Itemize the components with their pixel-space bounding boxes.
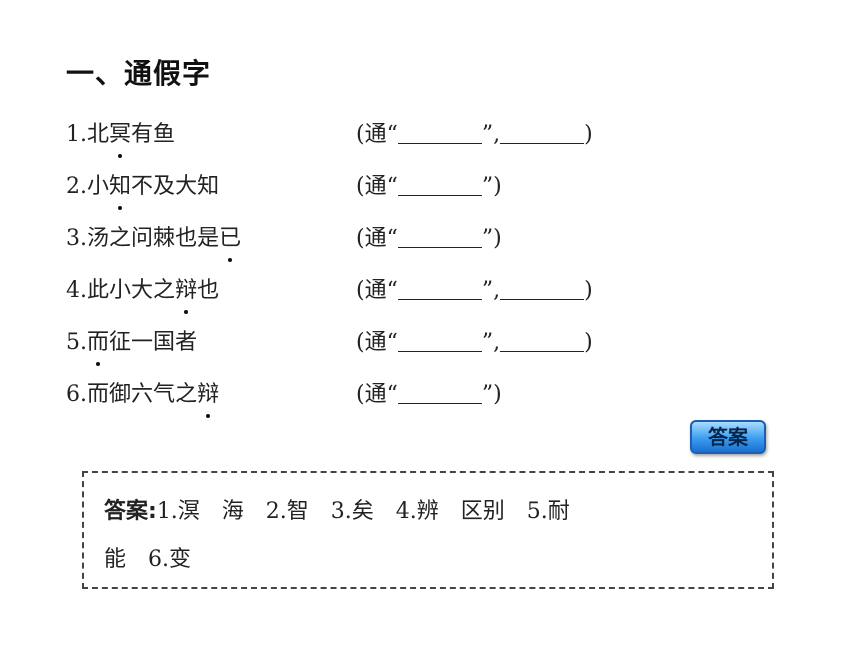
answer-close: ”) xyxy=(481,226,502,251)
question-char: 北 xyxy=(87,122,110,147)
question-char: 大 xyxy=(175,174,198,199)
question-char: 小 xyxy=(109,278,132,303)
question-char: 之 xyxy=(153,278,176,303)
answer-close: ) xyxy=(584,122,593,147)
question-char: 征 xyxy=(109,330,132,355)
question-char: 一 xyxy=(131,330,154,355)
fill-blank[interactable] xyxy=(500,119,585,144)
answer-open: (通“ xyxy=(356,174,398,199)
answer-text-1: 1.溟 海 2.智 3.矣 4.辨 区别 5.耐 xyxy=(156,499,570,524)
question-char: 而 xyxy=(87,382,110,407)
answer-open: (通“ xyxy=(356,330,398,355)
answer-template: (通“ ”) xyxy=(356,376,502,408)
section-heading: 一、通假字 xyxy=(66,57,212,90)
question-text: 6.而御六气之辩 xyxy=(66,376,219,418)
emphasized-char: 冥 xyxy=(109,116,131,158)
question-char: 及 xyxy=(153,174,176,199)
answer-close: ) xyxy=(584,330,593,355)
fill-blank[interactable] xyxy=(397,275,482,300)
question-char: 小 xyxy=(87,174,110,199)
answer-open: (通“ xyxy=(356,226,398,251)
question-text: 2.小知不及大知 xyxy=(66,168,220,210)
question-number: 2. xyxy=(66,174,87,199)
question-char: 是 xyxy=(197,226,220,251)
answer-close: ”) xyxy=(481,382,502,407)
question-char: 之 xyxy=(175,382,198,407)
question-number: 4. xyxy=(66,278,87,303)
question-char: 也 xyxy=(175,226,198,251)
emphasized-char: 知 xyxy=(109,168,131,210)
question-char: 大 xyxy=(131,278,154,303)
question-char: 知 xyxy=(197,174,220,199)
question-text: 1.北冥有鱼 xyxy=(66,116,176,158)
question-char: 六 xyxy=(131,382,154,407)
question-char: 此 xyxy=(87,278,110,303)
answer-separator: ”, xyxy=(481,330,501,355)
question-text: 3.汤之问棘也是已 xyxy=(66,220,241,262)
question-char: 鱼 xyxy=(153,122,176,147)
answer-template: (通“ ”,) xyxy=(356,324,593,356)
answer-close: ”) xyxy=(481,174,502,199)
answer-template: (通“ ”) xyxy=(356,220,502,252)
answer-box: 答案:1.溟 海 2.智 3.矣 4.辨 区别 5.耐 能 6.变 xyxy=(82,471,774,589)
answer-line-1: 答案:1.溟 海 2.智 3.矣 4.辨 区别 5.耐 xyxy=(104,493,570,525)
answer-template: (通“ ”,) xyxy=(356,116,593,148)
question-text: 4.此小大之辩也 xyxy=(66,272,220,314)
question-number: 5. xyxy=(66,330,87,355)
question-number: 6. xyxy=(66,382,87,407)
answer-separator: ”, xyxy=(481,122,501,147)
question-text: 5.而征一国者 xyxy=(66,324,198,366)
question-char: 有 xyxy=(131,122,154,147)
fill-blank[interactable] xyxy=(500,275,585,300)
answer-open: (通“ xyxy=(356,122,398,147)
fill-blank[interactable] xyxy=(397,171,482,196)
fill-blank[interactable] xyxy=(397,379,482,404)
question-char: 汤 xyxy=(87,226,110,251)
answer-separator: ”, xyxy=(481,278,501,303)
answer-template: (通“ ”,) xyxy=(356,272,593,304)
emphasized-char: 辩 xyxy=(175,272,197,314)
answer-template: (通“ ”) xyxy=(356,168,502,200)
question-char: 御 xyxy=(109,382,132,407)
fill-blank[interactable] xyxy=(500,327,585,352)
question-char: 棘 xyxy=(153,226,176,251)
question-number: 3. xyxy=(66,226,87,251)
emphasized-char: 辩 xyxy=(197,376,219,418)
question-char: 之 xyxy=(109,226,132,251)
answer-open: (通“ xyxy=(356,278,398,303)
answer-open: (通“ xyxy=(356,382,398,407)
fill-blank[interactable] xyxy=(397,327,482,352)
question-char: 问 xyxy=(131,226,154,251)
question-char: 不 xyxy=(131,174,154,199)
answer-label: 答案: xyxy=(104,499,157,524)
question-number: 1. xyxy=(66,122,87,147)
question-char: 者 xyxy=(175,330,198,355)
answer-close: ) xyxy=(584,278,593,303)
fill-blank[interactable] xyxy=(397,223,482,248)
question-char: 也 xyxy=(197,278,220,303)
question-char: 国 xyxy=(153,330,176,355)
emphasized-char: 已 xyxy=(219,220,241,262)
answer-line-2: 能 6.变 xyxy=(104,547,191,572)
answer-button[interactable]: 答案 xyxy=(690,420,766,454)
fill-blank[interactable] xyxy=(397,119,482,144)
question-char: 气 xyxy=(153,382,176,407)
emphasized-char: 而 xyxy=(87,324,109,366)
